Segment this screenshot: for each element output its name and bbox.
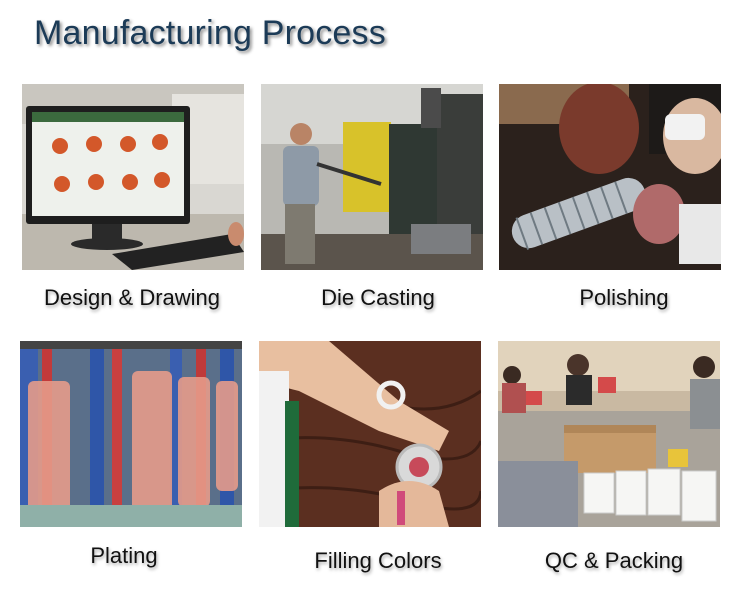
plating-racks-photo — [20, 341, 242, 527]
step-caption-polishing: Polishing — [579, 285, 669, 310]
die-casting-machine-photo — [261, 84, 483, 270]
page-title: Manufacturing Process — [34, 14, 386, 52]
design-computer-photo — [22, 84, 244, 270]
step-caption-die-casting: Die Casting — [321, 285, 435, 310]
polishing-photo — [499, 84, 721, 270]
step-caption-qc-packing: QC & Packing — [544, 548, 684, 573]
step-caption-plating: Plating — [90, 543, 158, 568]
packing-workshop-photo — [498, 341, 720, 527]
filling-colors-photo — [259, 341, 481, 527]
step-caption-filling-colors: Filling Colors — [314, 548, 442, 573]
step-caption-design-drawing: Design & Drawing — [43, 285, 221, 310]
